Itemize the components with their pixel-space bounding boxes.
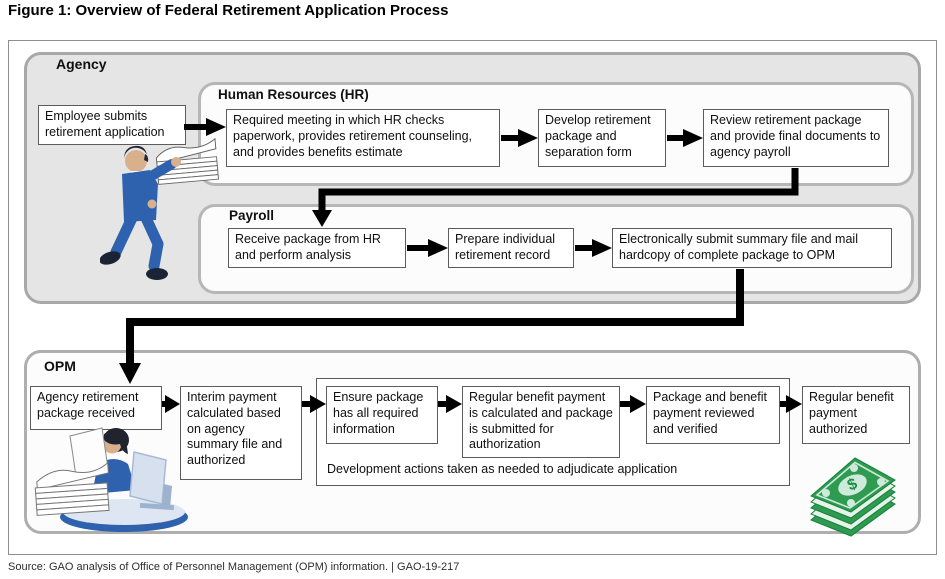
- hr-section-label: Human Resources (HR): [218, 87, 369, 102]
- step-review-package: Review retirement package and provide fi…: [703, 109, 889, 167]
- step-benefit-calculated: Regular benefit payment is calculated an…: [462, 386, 620, 458]
- step-reviewed-verified: Package and benefit payment reviewed and…: [646, 386, 780, 444]
- step-interim-payment: Interim payment calculated based on agen…: [180, 386, 302, 480]
- step-prepare-record: Prepare individual retirement record: [448, 228, 574, 268]
- step-hr-meeting: Required meeting in which HR checks pape…: [226, 109, 500, 167]
- agency-section-label: Agency: [56, 56, 107, 72]
- source-line: Source: GAO analysis of Office of Person…: [8, 561, 460, 573]
- opm-section-label: OPM: [44, 358, 76, 374]
- step-submit-to-opm: Electronically submit summary file and m…: [612, 228, 892, 268]
- figure-title: Figure 1: Overview of Federal Retirement…: [8, 2, 449, 19]
- step-employee-submits: Employee submits retirement application: [38, 105, 186, 145]
- development-actions-note: Development actions taken as needed to a…: [327, 462, 678, 476]
- payroll-section-label: Payroll: [229, 208, 275, 223]
- step-receive-package: Receive package from HR and perform anal…: [228, 228, 406, 268]
- step-payment-authorized: Regular benefit payment authorized: [802, 386, 910, 444]
- step-develop-package: Develop retirement package and separatio…: [538, 109, 666, 167]
- step-package-received: Agency retirement package received: [30, 386, 162, 430]
- step-ensure-information: Ensure package has all required informat…: [326, 386, 438, 444]
